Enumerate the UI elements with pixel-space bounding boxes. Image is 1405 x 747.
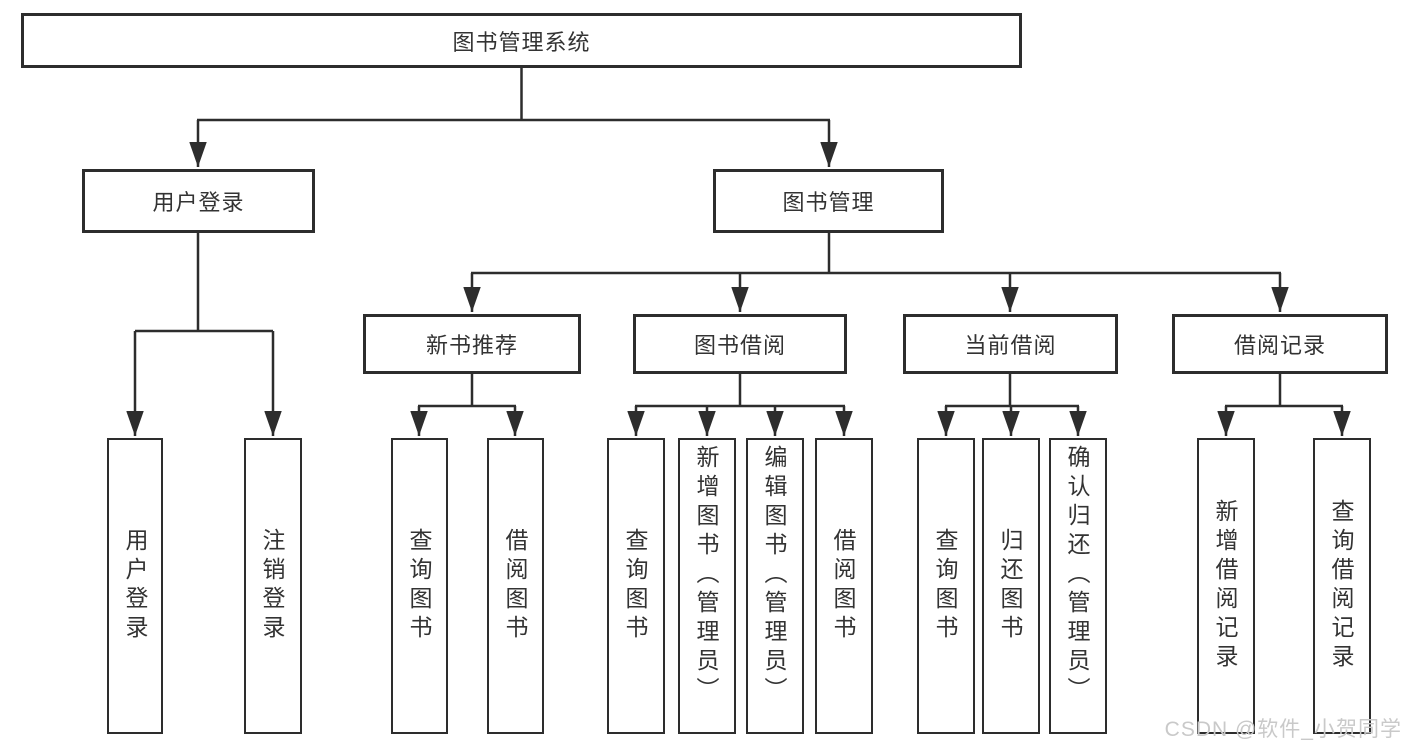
- csdn-watermark: CSDN @软件_小贺同学: [1164, 718, 1402, 741]
- leaf-query-borrow-record: 查询借阅记录: [1313, 438, 1371, 734]
- node-book-borrow: 图书借阅: [633, 314, 847, 374]
- leaf-return-books: 归还图书: [982, 438, 1040, 734]
- leaf-logout: 注销登录: [244, 438, 302, 734]
- leaf-add-book-admin: 新增图书（管理员）: [678, 438, 736, 734]
- leaf-query-books-current: 查询图书: [917, 438, 975, 734]
- node-label: 图书管理系统: [452, 29, 591, 55]
- leaf-borrow-books: 借阅图书: [815, 438, 873, 734]
- node-label: 用户登录: [152, 190, 245, 215]
- leaf-confirm-return-admin: 确认归还（管理员）: [1049, 438, 1107, 734]
- node-label: 图书管理: [782, 190, 875, 215]
- node-new-book-recommend: 新书推荐: [363, 314, 581, 374]
- leaf-query-books-borrow: 查询图书: [607, 438, 665, 734]
- node-library-management-system: 图书管理系统: [21, 13, 1022, 68]
- leaf-edit-book-admin: 编辑图书（管理员）: [746, 438, 804, 734]
- node-borrow-records: 借阅记录: [1172, 314, 1388, 374]
- node-label: 借阅记录: [1233, 333, 1326, 358]
- node-label: 图书借阅: [693, 333, 786, 358]
- node-user-login: 用户登录: [82, 169, 315, 233]
- leaf-borrow-books-recommend: 借阅图书: [487, 438, 544, 734]
- node-label: 当前借阅: [964, 333, 1057, 358]
- node-book-management: 图书管理: [713, 169, 944, 233]
- leaf-add-borrow-record: 新增借阅记录: [1197, 438, 1255, 734]
- node-current-borrow: 当前借阅: [903, 314, 1118, 374]
- node-label: 新书推荐: [425, 333, 518, 358]
- leaf-query-books-recommend: 查询图书: [391, 438, 448, 734]
- leaf-user-login: 用户登录: [107, 438, 163, 734]
